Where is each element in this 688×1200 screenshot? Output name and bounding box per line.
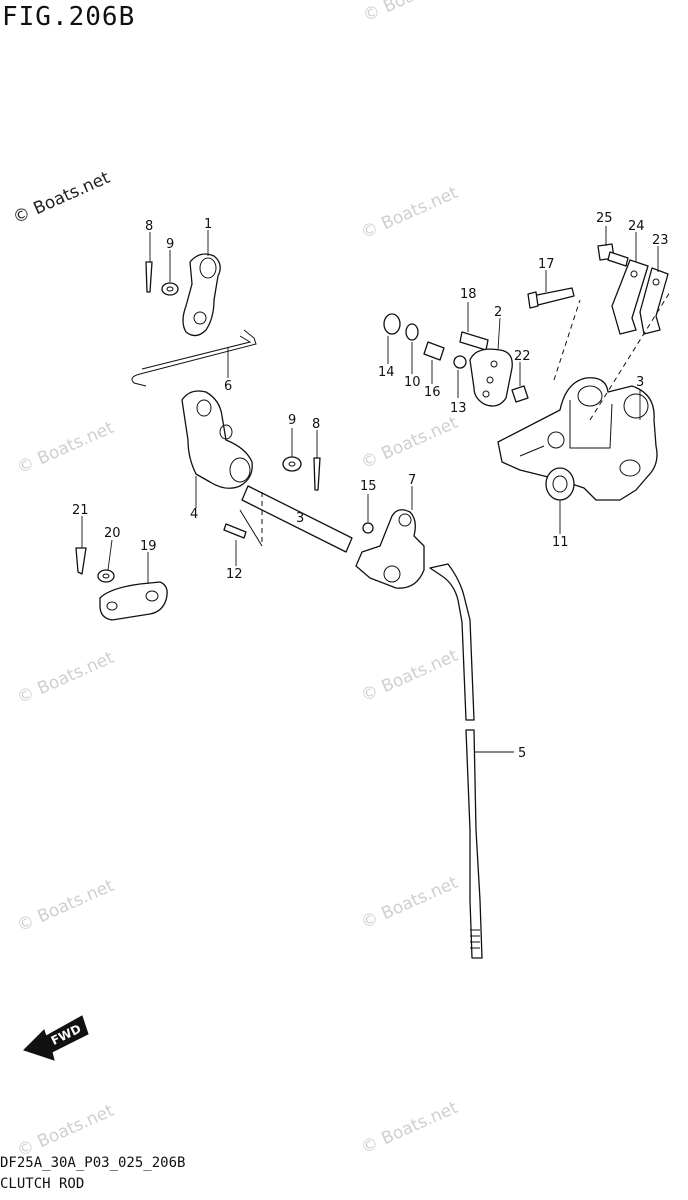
callout-14: 14 bbox=[378, 365, 395, 380]
part-5-clutch-rod bbox=[429, 563, 514, 959]
part-21-snap-pin bbox=[75, 516, 87, 575]
part-17-bolt bbox=[527, 270, 575, 309]
callout-22: 22 bbox=[514, 349, 531, 364]
part-1-clutch-lever bbox=[182, 230, 221, 337]
part-8-cotter-pin-top bbox=[145, 232, 153, 293]
part-7-rod-joint bbox=[355, 486, 425, 589]
part-18-bolt bbox=[459, 302, 489, 351]
part-6-link-rod bbox=[131, 329, 257, 387]
part-3-shift-housing bbox=[497, 291, 671, 501]
callout-16: 16 bbox=[424, 385, 441, 400]
callout-17: 17 bbox=[538, 257, 555, 272]
part-23-bracket bbox=[639, 246, 669, 335]
part-9-washer-top bbox=[161, 250, 179, 296]
part-20-washer bbox=[97, 539, 115, 583]
forward-arrow-icon: FWD bbox=[23, 1015, 89, 1061]
callout-18: 18 bbox=[460, 287, 477, 302]
drawing-code: DF25A_30A_P03_025_206B bbox=[0, 1155, 186, 1171]
callout-11: 11 bbox=[552, 535, 569, 550]
callout-20: 20 bbox=[104, 526, 121, 541]
part-24-bracket bbox=[611, 232, 649, 335]
part-15-clip bbox=[362, 494, 374, 534]
callout-23: 23 bbox=[652, 233, 669, 248]
callout-6: 6 bbox=[224, 379, 232, 394]
callout-8: 8 bbox=[145, 219, 153, 234]
callout-9: 9 bbox=[288, 413, 296, 428]
callout-8: 8 bbox=[312, 417, 320, 432]
callout-13: 13 bbox=[450, 401, 467, 416]
part-8-cotter-pin-middle bbox=[313, 430, 321, 491]
part-11-washer bbox=[545, 467, 575, 534]
callout-24: 24 bbox=[628, 219, 645, 234]
callout-2: 2 bbox=[494, 305, 502, 320]
callout-1: 1 bbox=[204, 217, 212, 232]
part-12-pin bbox=[223, 523, 247, 566]
part-9-washer-middle bbox=[282, 428, 302, 472]
callout-4: 4 bbox=[190, 507, 198, 522]
drawing-name: CLUTCH ROD bbox=[0, 1176, 85, 1192]
callout-25: 25 bbox=[596, 211, 613, 226]
part-3-clutch-shaft bbox=[239, 485, 353, 553]
part-4-shift-lever bbox=[181, 390, 253, 508]
callout-3: 3 bbox=[636, 375, 644, 390]
part-16-spring bbox=[423, 341, 445, 384]
callout-15: 15 bbox=[360, 479, 377, 494]
callout-12: 12 bbox=[226, 567, 243, 582]
callout-19: 19 bbox=[140, 539, 157, 554]
callout-10: 10 bbox=[404, 375, 421, 390]
part-13-ball bbox=[453, 355, 467, 398]
callout-21: 21 bbox=[72, 503, 89, 518]
part-2-detent-plate bbox=[469, 317, 513, 407]
part-10-washer bbox=[405, 323, 419, 374]
part-22-collar bbox=[511, 362, 529, 403]
figure-title: FIG.206B bbox=[2, 2, 136, 32]
callout-5: 5 bbox=[518, 746, 526, 761]
callout-7: 7 bbox=[408, 473, 416, 488]
part-25-screw bbox=[597, 226, 629, 267]
callout-9: 9 bbox=[166, 237, 174, 252]
part-14-circlip bbox=[383, 313, 401, 364]
callout-3: 3 bbox=[296, 511, 304, 526]
part-19-link-plate bbox=[99, 552, 168, 621]
